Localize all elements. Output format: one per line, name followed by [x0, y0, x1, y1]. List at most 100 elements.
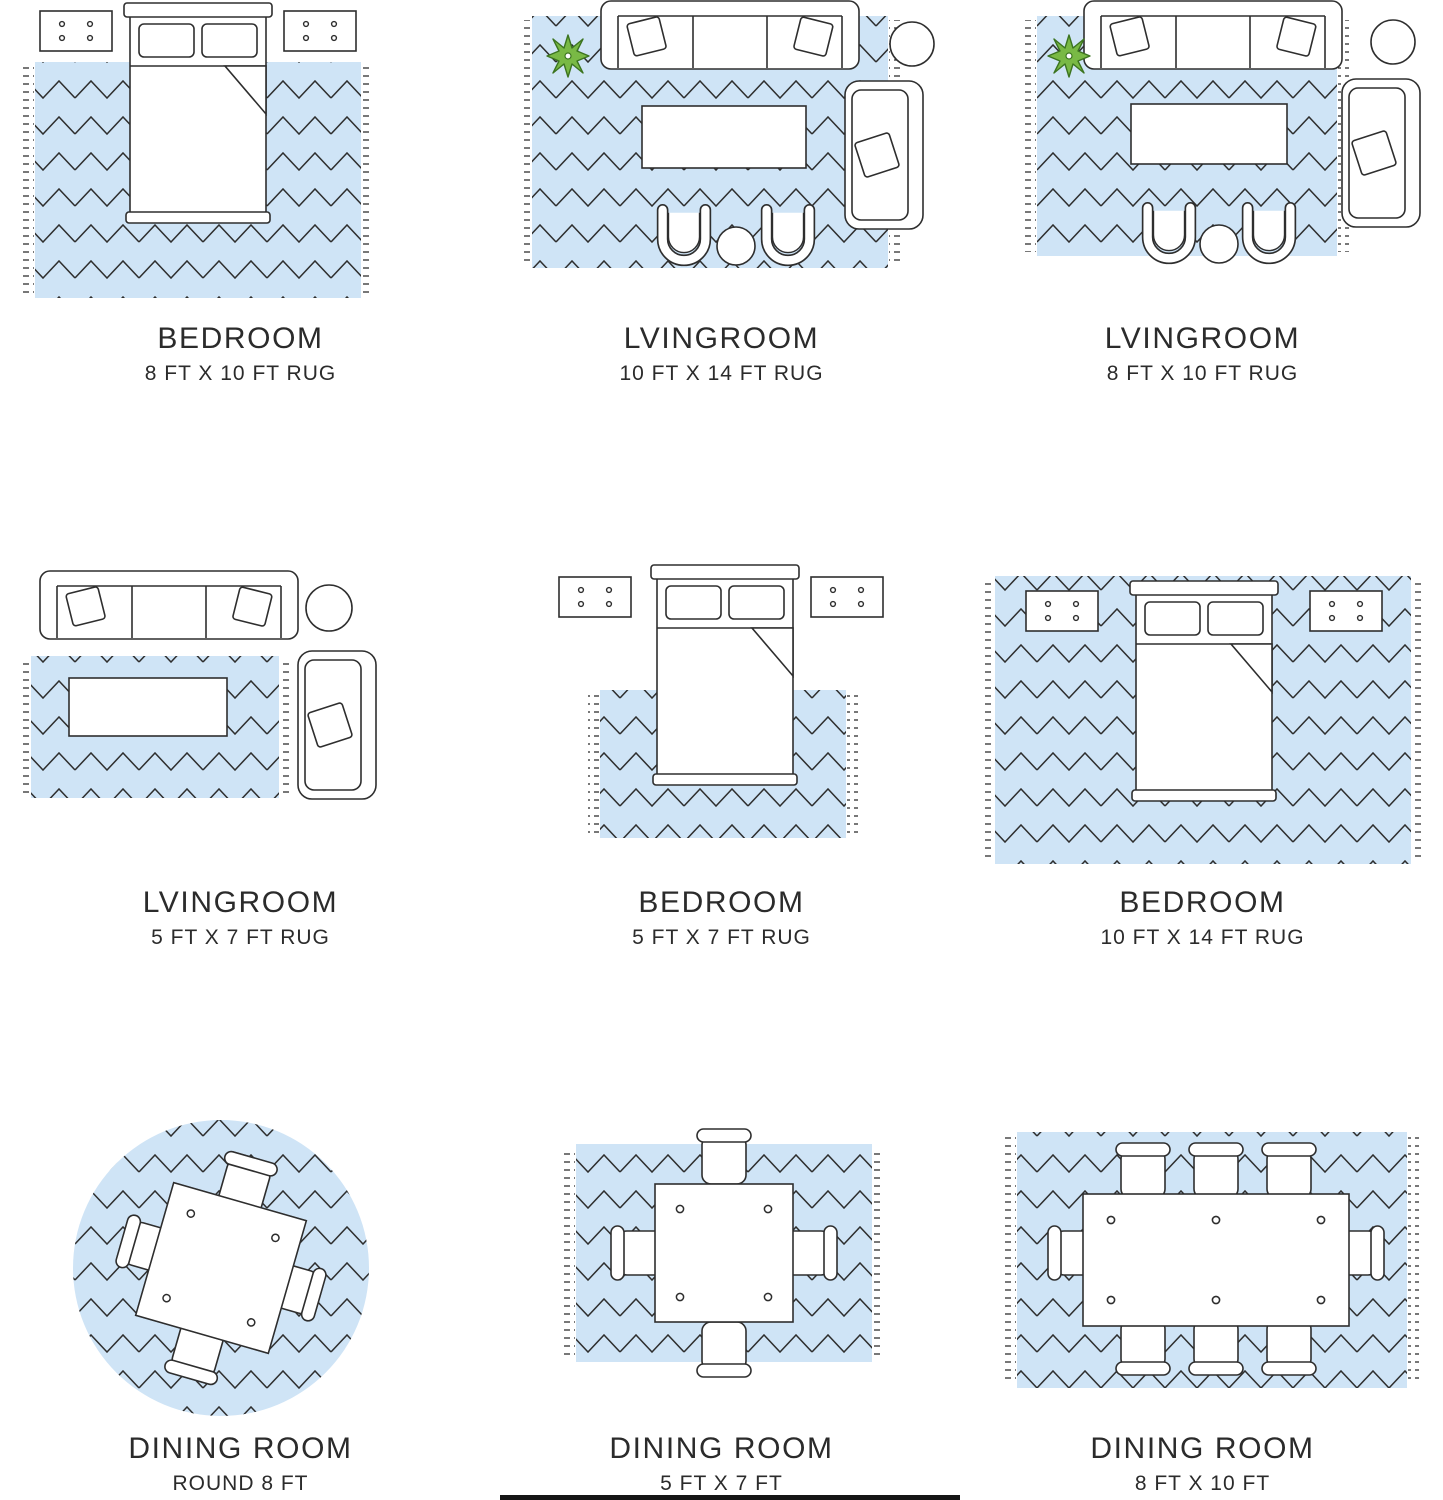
dining-chair-icon	[1187, 1319, 1244, 1376]
accent-chair-icon	[1340, 78, 1421, 228]
livingroom-10x14-illustration	[492, 0, 952, 310]
livingroom-8x10-illustration	[973, 0, 1433, 310]
barrel-chair-icon	[1247, 208, 1290, 259]
rug-size-label: 8 FT X 10 FT RUG	[1106, 361, 1299, 385]
barrel-chair-icon	[1147, 208, 1190, 259]
rug-size-label: 8 FT X 10 FT RUG	[144, 361, 337, 385]
diningroom-5x7-illustration	[492, 1110, 952, 1420]
table-dowel	[1316, 1295, 1325, 1305]
rug-fringe-right	[846, 694, 858, 834]
rug-fringe-left	[1024, 20, 1036, 252]
diningroom-8x10-illustration	[973, 1110, 1433, 1420]
dining-chair-icon	[695, 1321, 752, 1378]
cell-caption: LVINGROOM 10 FT X 14 FT RUG	[619, 322, 823, 386]
nightstand-icon	[38, 10, 113, 52]
cell-livingroom-8x10: LVINGROOM 8 FT X 10 FT RUG	[962, 0, 1443, 500]
sofa-icon	[599, 0, 860, 70]
rug-fringe-right	[872, 1148, 884, 1358]
rug-fringe-left	[19, 660, 31, 794]
cell-caption: LVINGROOM 5 FT X 7 FT RUG	[143, 886, 339, 950]
bed-icon	[649, 564, 800, 786]
coffee-table-icon	[1129, 103, 1288, 165]
rug-size-label: 10 FT X 14 FT RUG	[619, 361, 824, 385]
rug-fringe-right	[361, 66, 373, 294]
cell-diningroom-round-8: DINING ROOM ROUND 8 FT	[0, 1000, 481, 1500]
coffee-table-icon	[640, 105, 807, 169]
dining-chair-icon	[1260, 1319, 1317, 1376]
table-dowel	[1106, 1295, 1115, 1305]
rug-size-label: 5 FT X 7 FT RUG	[151, 925, 330, 949]
rug-size-label: 10 FT X 14 FT RUG	[1100, 925, 1305, 949]
dining-chair-icon	[1114, 1142, 1171, 1199]
cell-bedroom-5x7: BEDROOM 5 FT X 7 FT RUG	[481, 500, 962, 1000]
bed-icon	[1128, 580, 1279, 802]
rug-size-label: ROUND 8 FT	[172, 1471, 309, 1495]
room-title: BEDROOM	[638, 886, 805, 919]
dining-chair-icon	[695, 1128, 752, 1185]
rug-fringe-left	[1004, 1136, 1016, 1384]
table-dowel	[1211, 1215, 1220, 1225]
accent-chair-icon	[843, 80, 924, 230]
room-title: DINING ROOM	[128, 1432, 353, 1465]
nightstand-icon	[1308, 590, 1383, 632]
cell-caption: DINING ROOM ROUND 8 FT	[128, 1432, 352, 1496]
rug-fringe-right	[1407, 1136, 1419, 1384]
rug-fringe-left	[563, 1148, 575, 1358]
room-title: LVINGROOM	[623, 322, 820, 355]
cell-caption: BEDROOM 8 FT X 10 FT RUG	[145, 322, 336, 386]
livingroom-5x7-illustration	[11, 564, 471, 874]
room-title: LVINGROOM	[1104, 322, 1301, 355]
cell-caption: BEDROOM 10 FT X 14 FT RUG	[1100, 886, 1304, 950]
small-round-table-icon	[1198, 224, 1239, 264]
dining-table-icon	[1081, 1193, 1350, 1327]
dining-chair-icon	[1260, 1142, 1317, 1199]
dining-chair-icon	[1187, 1142, 1244, 1199]
room-title: BEDROOM	[157, 322, 324, 355]
sofa-icon	[38, 570, 299, 640]
rug-fringe-left	[22, 66, 34, 294]
room-title: LVINGROOM	[142, 886, 339, 919]
sofa-icon	[1082, 0, 1343, 70]
room-title: BEDROOM	[1119, 886, 1286, 919]
nightstand-icon	[809, 576, 884, 618]
rug-fringe-left	[519, 20, 531, 264]
round-side-table-icon	[304, 584, 353, 632]
nightstand-icon	[282, 10, 357, 52]
cell-bedroom-8x10: BEDROOM 8 FT X 10 FT RUG	[0, 0, 481, 500]
dining-table-icon	[653, 1183, 794, 1323]
diningroom-round-8-illustration	[11, 1110, 471, 1420]
cell-bedroom-10x14: BEDROOM 10 FT X 14 FT RUG	[962, 500, 1443, 1000]
table-dowel	[1211, 1295, 1220, 1305]
rug-fringe-left	[982, 580, 994, 860]
rug-fringe-right	[1411, 580, 1423, 860]
cell-caption: DINING ROOM 5 FT X 7 FT	[609, 1432, 833, 1496]
round-side-table-icon	[1369, 19, 1416, 65]
cell-diningroom-8x10: DINING ROOM 8 FT X 10 FT	[962, 1000, 1443, 1500]
bed-icon	[122, 2, 273, 224]
rug-fringe-left	[587, 694, 599, 834]
bedroom-8x10-illustration	[11, 0, 471, 310]
cell-caption: BEDROOM 5 FT X 7 FT RUG	[632, 886, 811, 950]
table-dowel	[1106, 1215, 1115, 1225]
bedroom-10x14-illustration	[973, 564, 1433, 874]
bottom-crop-bar	[500, 1495, 960, 1500]
round-side-table-icon	[888, 21, 935, 67]
accent-chair-icon	[296, 650, 377, 800]
bedroom-5x7-illustration	[492, 564, 952, 874]
room-title: DINING ROOM	[1090, 1432, 1315, 1465]
table-dowel	[1316, 1215, 1325, 1225]
cell-diningroom-5x7: DINING ROOM 5 FT X 7 FT	[481, 1000, 962, 1500]
nightstand-icon	[1024, 590, 1099, 632]
nightstand-icon	[557, 576, 632, 618]
rug-size-label: 5 FT X 7 FT RUG	[632, 925, 811, 949]
barrel-chair-icon	[766, 210, 809, 261]
room-title: DINING ROOM	[609, 1432, 834, 1465]
small-round-table-icon	[715, 226, 756, 266]
coffee-table-icon	[67, 677, 228, 737]
cell-caption: DINING ROOM 8 FT X 10 FT	[1090, 1432, 1314, 1496]
dining-chair-icon	[1114, 1319, 1171, 1376]
rug-size-label: 5 FT X 7 FT	[660, 1471, 783, 1495]
rug-size-label: 8 FT X 10 FT	[1134, 1471, 1271, 1495]
